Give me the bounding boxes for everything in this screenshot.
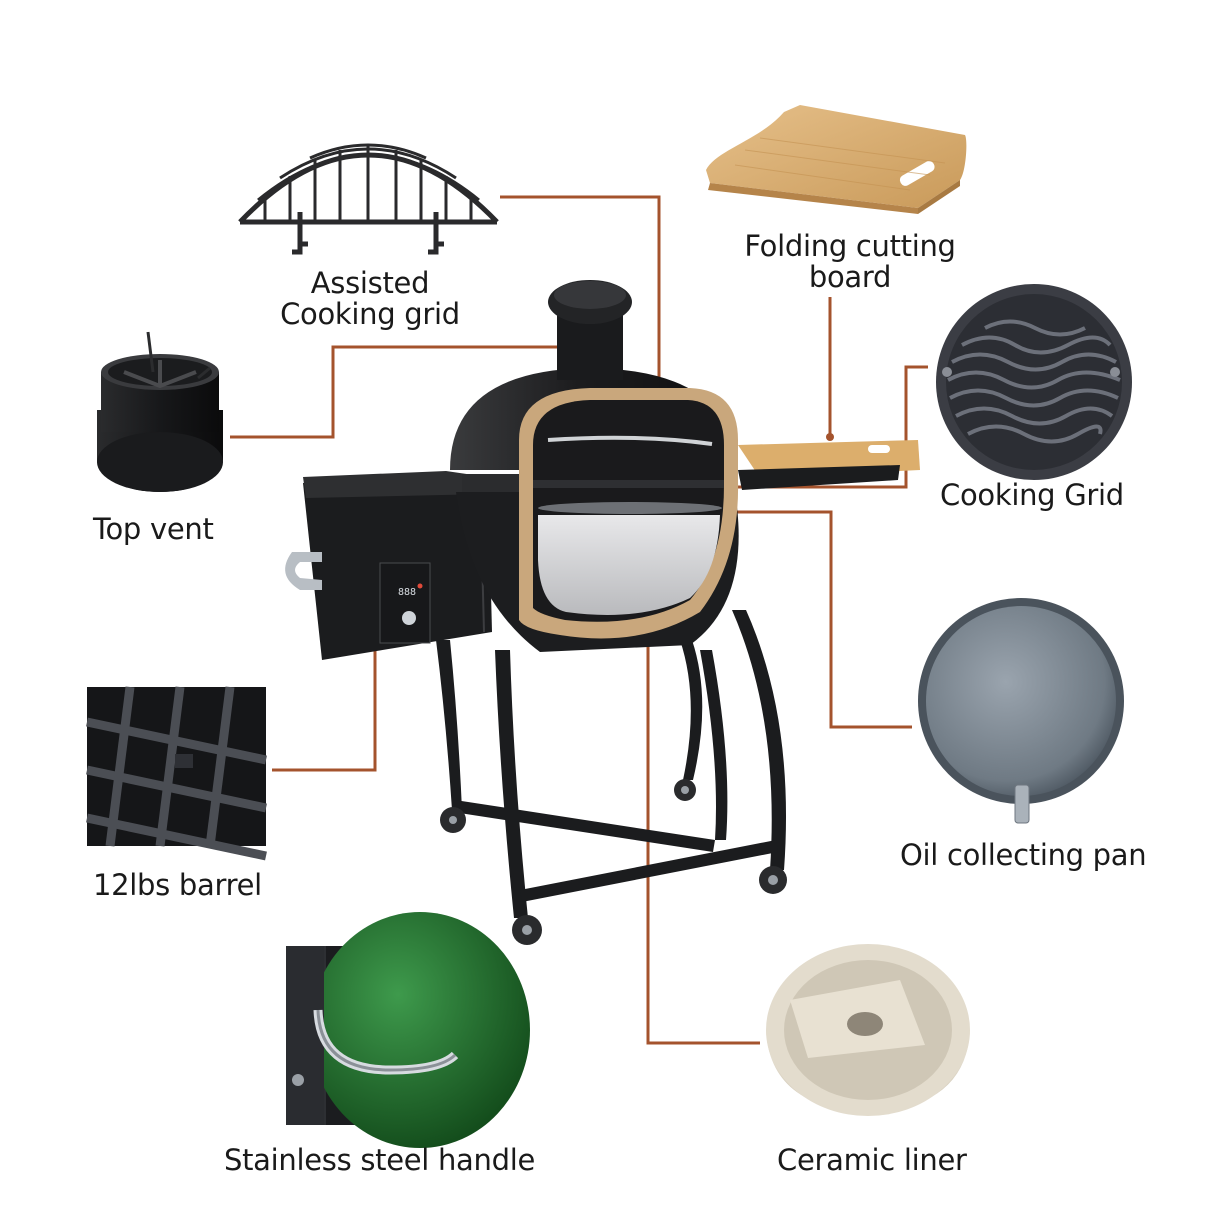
- label-folding-cutting-board-line1: Folding cutting: [744, 229, 956, 263]
- barrel-inset-image: [86, 686, 267, 861]
- main-grill-image: 888: [285, 280, 920, 945]
- label-stainless-steel-handle: Stainless steel handle: [224, 1143, 535, 1177]
- controller-panel: [379, 562, 431, 644]
- ceramic-liner-image: [766, 944, 970, 1116]
- label-oil-collecting-pan: Oil collecting pan: [900, 838, 1147, 872]
- label-assisted-cooking-grid-line2: Cooking grid: [280, 297, 460, 331]
- label-assisted-cooking-grid: Assisted Cooking grid: [270, 268, 470, 330]
- leader-assisted-grid: [500, 195, 661, 437]
- handle-inset-image: [286, 912, 530, 1148]
- label-assisted-cooking-grid-line1: Assisted: [310, 266, 430, 300]
- label-folding-cutting-board: Folding cutting board: [735, 231, 965, 293]
- leader-oil-pan: [664, 510, 912, 729]
- label-12lbs-barrel: 12lbs barrel: [93, 868, 262, 902]
- assisted-cooking-grid-image: [238, 143, 499, 255]
- cooking-grid-image: [936, 284, 1132, 480]
- label-ceramic-liner: Ceramic liner: [777, 1143, 967, 1177]
- cutting-board-image: [706, 105, 967, 214]
- top-vent-image: [97, 331, 223, 492]
- label-top-vent: Top vent: [93, 512, 214, 546]
- controller-display: 888: [398, 587, 416, 598]
- leader-ceramic-liner: [646, 575, 760, 1045]
- label-cooking-grid: Cooking Grid: [940, 478, 1124, 512]
- leader-top-vent: [230, 345, 598, 439]
- oil-pan-image: [918, 598, 1124, 824]
- label-folding-cutting-board-line2: board: [808, 260, 892, 294]
